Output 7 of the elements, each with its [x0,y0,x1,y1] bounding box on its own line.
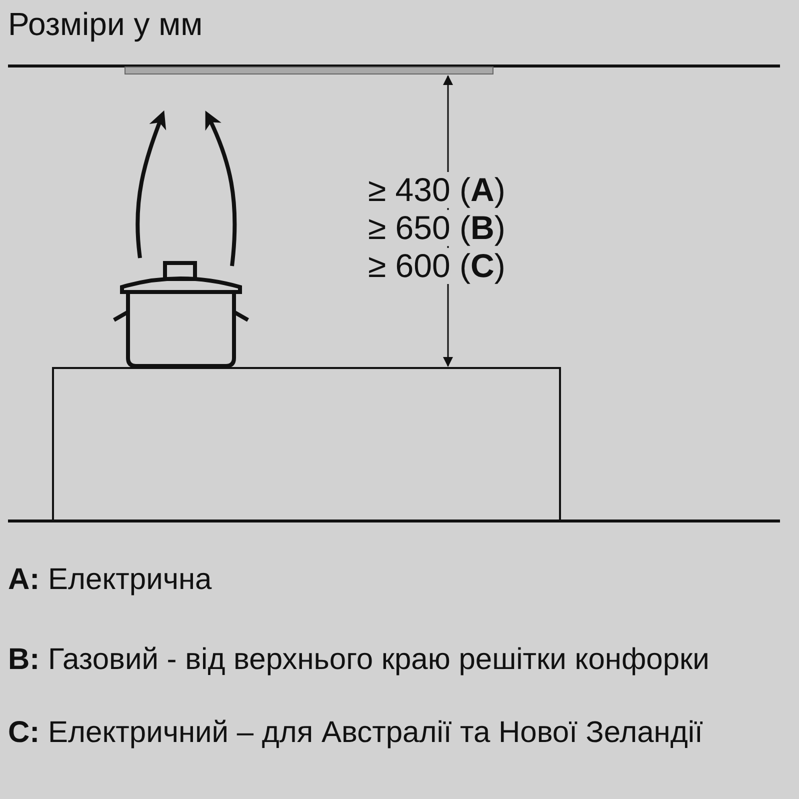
note-text: B: Газовий - від верхнього краю решітки конфорки [8,643,710,677]
diagram-title: Розміри у мм [8,6,203,43]
dimension-label: ≥ 430 (A) [368,172,506,208]
dimension-label: ≥ 600 (C) [368,248,506,284]
dimension-label: ≥ 650 (B) [368,210,506,246]
note-text: C: Електричний – для Австралії та Нової Зеландії [8,716,704,750]
note-text: A: Електрична [8,563,213,597]
